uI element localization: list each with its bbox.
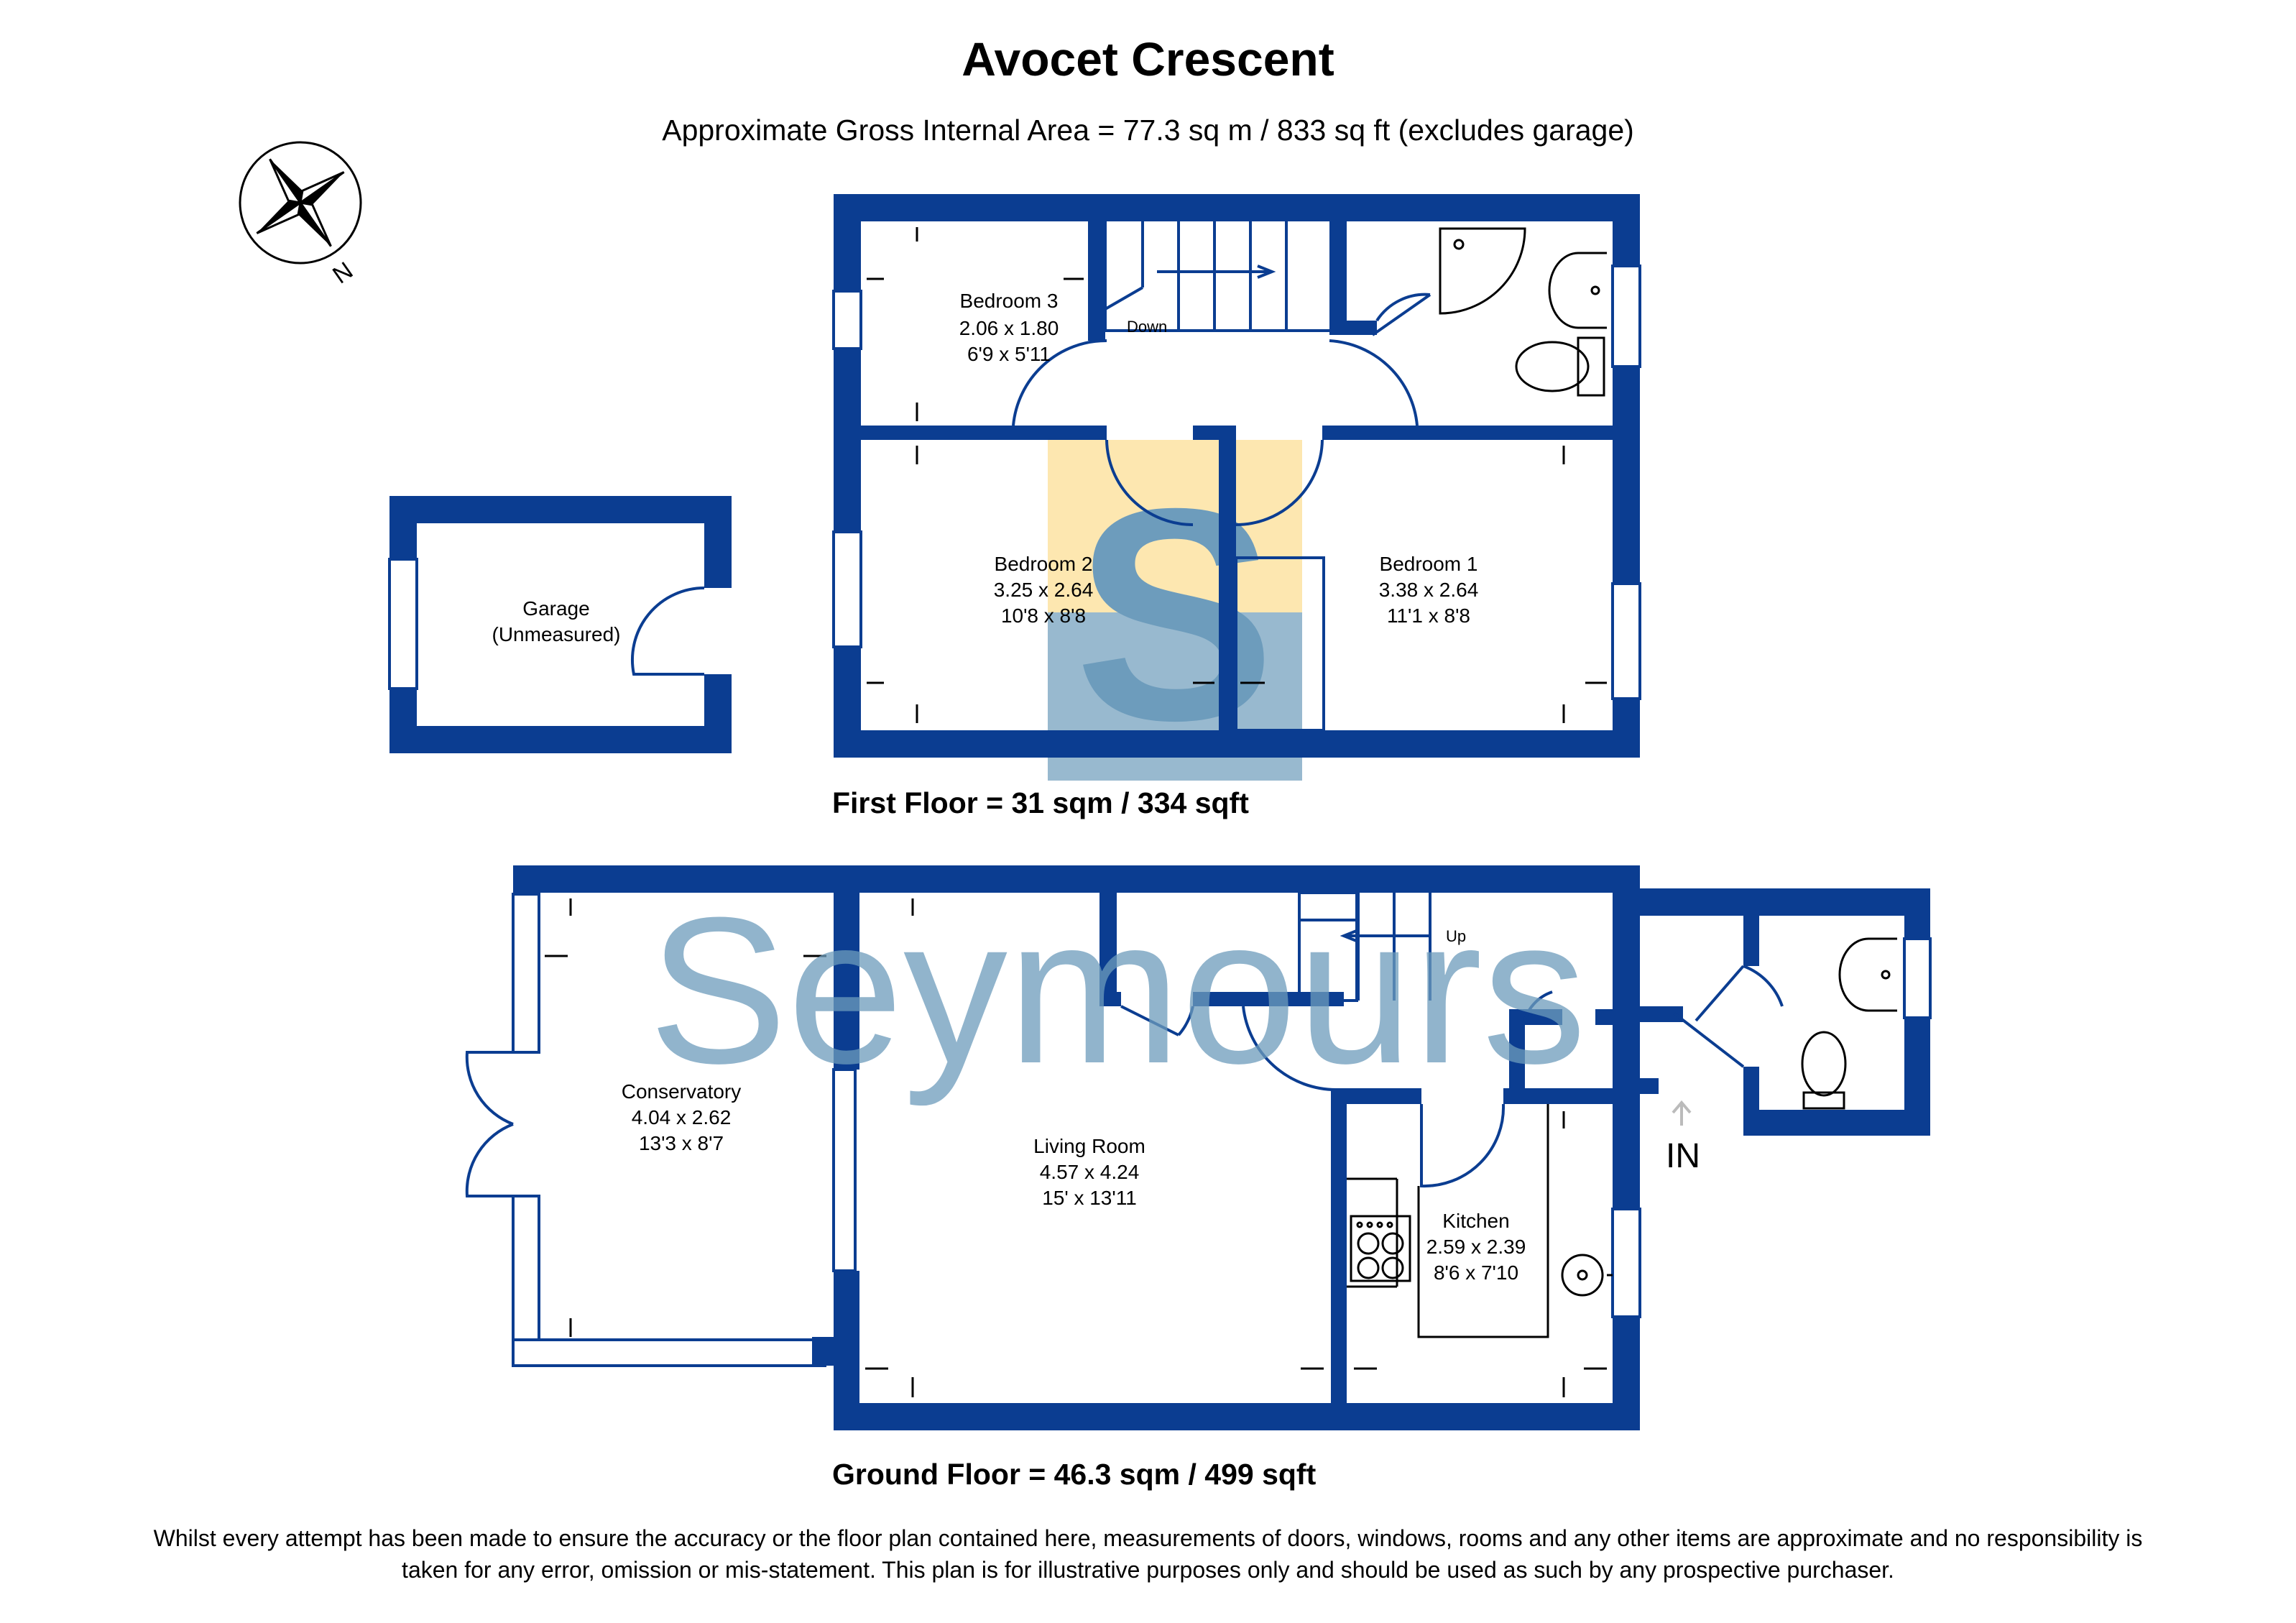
room-labels: Bedroom 3 2.06 x 1.80 6'9 x 5'11 Bedroom…: [492, 290, 1526, 1284]
conservatory-name: Conservatory: [622, 1080, 742, 1103]
first-floor: Down: [832, 194, 1641, 758]
garage-metric: (Unmeasured): [492, 623, 621, 645]
kitchen-worktop: [1347, 1104, 1549, 1338]
entrance-label: IN: [1666, 1137, 1700, 1175]
conservatory-imperial: 13'3 x 8'7: [639, 1132, 724, 1154]
hob-icon: [1350, 1215, 1411, 1282]
page-title: Avocet Crescent: [962, 32, 1334, 86]
compass-north-label: N: [328, 257, 358, 289]
garage-name: Garage: [522, 597, 589, 620]
ground-floor-label: Ground Floor = 46.3 sqm / 499 sqft: [832, 1458, 1317, 1491]
wc-toilet-icon: [1801, 1031, 1847, 1110]
conservatory-metric: 4.04 x 2.62: [632, 1106, 732, 1128]
page-subtitle: Approximate Gross Internal Area = 77.3 s…: [662, 114, 1634, 147]
bedroom1-name: Bedroom 1: [1380, 553, 1478, 575]
living-room-name: Living Room: [1033, 1135, 1145, 1157]
bedroom2-imperial: 10'8 x 8'8: [1001, 604, 1086, 627]
ground-floor: Up: [465, 865, 1932, 1430]
bedroom3-metric: 2.06 x 1.80: [959, 317, 1059, 339]
basin-icon: [1548, 252, 1607, 329]
bedroom1-imperial: 11'1 x 8'8: [1387, 604, 1470, 627]
watermark-logo-letter: S: [1074, 446, 1276, 783]
wc-basin-icon: [1838, 937, 1897, 1012]
first-floor-label: First Floor = 31 sqm / 334 sqft: [832, 786, 1249, 819]
bedroom1-metric: 3.38 x 2.64: [1379, 579, 1479, 601]
garage: [388, 496, 732, 753]
bedroom3-name: Bedroom 3: [960, 290, 1059, 312]
kitchen-metric: 2.59 x 2.39: [1426, 1236, 1526, 1258]
stairs-up-label: Up: [1446, 927, 1466, 945]
stairs-down-label: Down: [1127, 318, 1167, 336]
living-room-imperial: 15' x 13'11: [1042, 1187, 1137, 1209]
disclaimer-text: Whilst every attempt has been made to en…: [153, 1525, 2143, 1583]
shower-icon: [1439, 227, 1526, 315]
watermark-text: Seymours: [648, 874, 1586, 1108]
kitchen-imperial: 8'6 x 7'10: [1434, 1261, 1518, 1284]
kitchen-name: Kitchen: [1442, 1210, 1509, 1232]
kitchen-sink-icon: [1561, 1254, 1613, 1297]
compass-icon: [239, 141, 362, 265]
bedroom2-name: Bedroom 2: [995, 553, 1093, 575]
watermark-logo: S: [1048, 440, 1302, 783]
living-room-metric: 4.57 x 4.24: [1040, 1161, 1140, 1183]
toilet-icon: [1515, 336, 1605, 397]
entrance-arrow-icon: [1672, 1100, 1692, 1126]
bedroom2-metric: 3.25 x 2.64: [994, 579, 1094, 601]
bedroom3-imperial: 6'9 x 5'11: [967, 343, 1051, 365]
